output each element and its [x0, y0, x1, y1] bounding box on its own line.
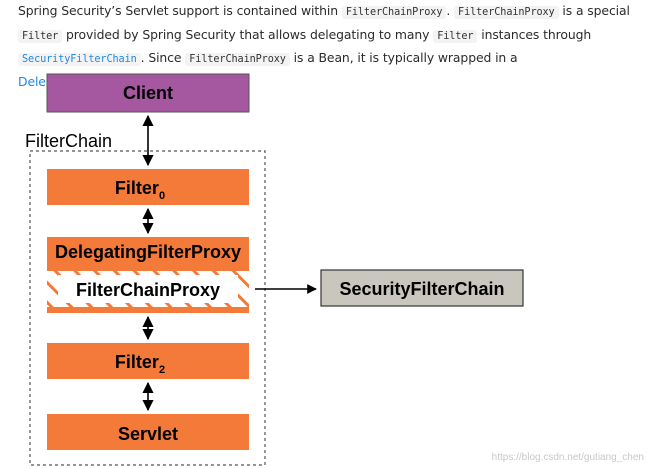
code-filter: Filter	[18, 29, 63, 43]
watermark: https://blog.csdn.net/gutiang_chen	[491, 452, 644, 463]
intro-text-7: is a Bean, it is typically wrapped in a	[289, 50, 518, 66]
filterchainproxy-label: FilterChainProxy	[76, 280, 220, 300]
filter0-label: Filter0	[115, 178, 165, 202]
code-filter: Filter	[433, 29, 478, 43]
intro-text-2: .	[446, 3, 455, 18]
filter0-box	[47, 169, 249, 205]
client-box	[46, 73, 250, 113]
delegatingfilterproxy-label: DelegatingFilterProxy	[55, 242, 241, 262]
filterchainproxy-inner	[58, 275, 238, 303]
intro-text-6: . Since	[140, 50, 186, 66]
filter2-label: Filter2	[115, 352, 165, 376]
intro-text-5: instances through	[477, 26, 592, 42]
securityfilterchain-box	[320, 269, 524, 307]
filterchain-container	[29, 150, 266, 466]
servlet-box	[47, 414, 249, 450]
intro-text-4: provided by Spring Security that allows …	[62, 26, 434, 42]
client-label: Client	[123, 83, 173, 103]
servlet-label: Servlet	[118, 424, 178, 444]
code-filterchainproxy: FilterChainProxy	[341, 6, 447, 19]
code-filterchainproxy: FilterChainProxy	[185, 53, 290, 67]
filterchain-label: FilterChain	[25, 131, 112, 151]
filter2-box	[47, 343, 249, 379]
securityfilterchain-label: SecurityFilterChain	[339, 279, 504, 299]
intro-text-1: Spring Security’s Servlet support is con…	[18, 3, 342, 18]
code-filterchainproxy: FilterChainProxy	[454, 6, 559, 19]
securityfilterchain-link[interactable]: SecurityFilterChain	[18, 53, 141, 67]
intro-text-3: is a special	[558, 3, 630, 18]
